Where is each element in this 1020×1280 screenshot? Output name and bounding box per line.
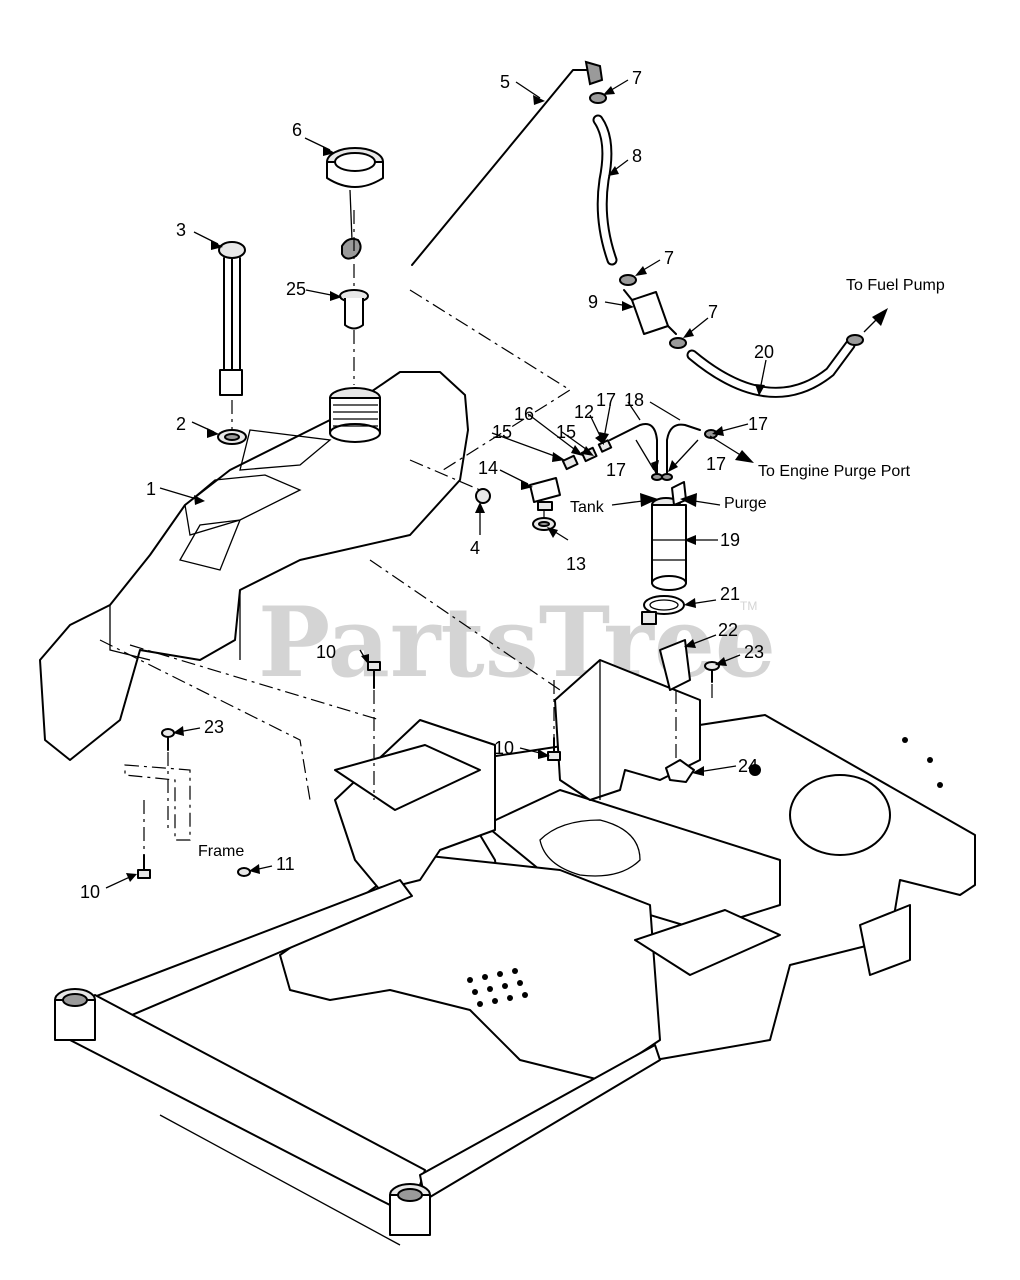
screw-right bbox=[704, 661, 720, 683]
canister-bracket bbox=[659, 639, 691, 691]
fuel-filter bbox=[623, 289, 677, 335]
callout-17-right: 17 bbox=[748, 414, 768, 434]
callout-21: 21 bbox=[720, 584, 740, 604]
watermark-trademark: TM bbox=[740, 599, 757, 613]
tank-grommet bbox=[217, 429, 247, 445]
callout-10-center: 10 bbox=[316, 642, 336, 662]
leader-lines bbox=[105, 79, 888, 889]
sending-unit-cap bbox=[218, 241, 246, 259]
frame-opening bbox=[789, 774, 891, 856]
callout-7-upper: 7 bbox=[632, 68, 642, 88]
clip-nut bbox=[665, 759, 695, 783]
floor-pan-holes bbox=[467, 737, 943, 1007]
screw-left bbox=[161, 728, 175, 751]
hose-clamp-c bbox=[669, 337, 687, 349]
callout-7-lower: 7 bbox=[708, 302, 718, 322]
callout-4: 4 bbox=[470, 538, 480, 558]
callout-10-left: 10 bbox=[80, 882, 100, 902]
callout-24: 24 bbox=[738, 756, 758, 776]
callout-18: 18 bbox=[624, 390, 644, 410]
callout-7-middle: 7 bbox=[664, 248, 674, 268]
nut-frame bbox=[237, 867, 251, 877]
diagram-annotations: To Fuel Pump To Engine Purge Port Tank P… bbox=[198, 277, 945, 860]
frame-upright-bracket bbox=[554, 659, 701, 801]
callout-9: 9 bbox=[588, 292, 598, 312]
assembly-centerlines bbox=[99, 210, 713, 855]
fuel-pump-hose bbox=[686, 334, 864, 398]
vent-tube bbox=[411, 60, 604, 266]
callout-17-tank: 17 bbox=[606, 460, 626, 480]
fuel-hose-upper bbox=[592, 114, 618, 266]
label-to-fuel-pump: To Fuel Pump bbox=[846, 277, 945, 294]
rollover-valve bbox=[529, 477, 561, 511]
callout-8: 8 bbox=[632, 146, 642, 166]
fuel-tank bbox=[39, 371, 469, 761]
part-callouts: 1 2 3 4 5 6 7 8 7 9 7 20 25 16 15 15 12 … bbox=[80, 68, 774, 902]
callout-11: 11 bbox=[276, 854, 295, 874]
frame-front-right-rail bbox=[419, 1044, 661, 1201]
callout-19: 19 bbox=[720, 530, 740, 550]
callout-23-right: 23 bbox=[744, 642, 764, 662]
callout-15-right: 15 bbox=[556, 422, 576, 442]
label-tank: Tank bbox=[570, 499, 605, 516]
fuel-cap-strap bbox=[341, 189, 362, 260]
callout-13: 13 bbox=[566, 554, 586, 574]
rear-right-bracket bbox=[859, 904, 911, 976]
fuel-tank-body bbox=[39, 371, 469, 761]
callout-16: 16 bbox=[514, 404, 534, 424]
filler-insert bbox=[339, 289, 369, 330]
purge-fittings bbox=[561, 429, 718, 481]
canister-hose-clamp bbox=[641, 595, 685, 625]
right-mount-bracket bbox=[634, 909, 781, 976]
label-frame: Frame bbox=[198, 843, 244, 860]
callout-17-purge: 17 bbox=[706, 454, 726, 474]
fuel-cap bbox=[326, 147, 384, 188]
filler-neck bbox=[329, 387, 381, 443]
chassis-frame bbox=[54, 659, 976, 1246]
purge-lines bbox=[609, 423, 701, 476]
callout-6: 6 bbox=[292, 120, 302, 140]
charcoal-canister bbox=[651, 481, 687, 591]
bolt-left bbox=[137, 854, 151, 879]
callout-20: 20 bbox=[754, 342, 774, 362]
callout-25: 25 bbox=[286, 279, 306, 299]
callout-5: 5 bbox=[500, 72, 510, 92]
callout-15-left: 15 bbox=[492, 422, 512, 442]
callout-22: 22 bbox=[718, 620, 738, 640]
callout-1: 1 bbox=[146, 479, 156, 499]
callout-14: 14 bbox=[478, 458, 498, 478]
callout-2: 2 bbox=[176, 414, 186, 434]
callout-12: 12 bbox=[574, 402, 594, 422]
frame-front-cross-tube bbox=[59, 994, 426, 1216]
callout-17-top: 17 bbox=[596, 390, 616, 410]
fuel-sending-unit bbox=[218, 241, 246, 396]
hose-clamp-b bbox=[619, 274, 637, 286]
frame-floor-pan bbox=[279, 854, 661, 1081]
callout-10-right: 10 bbox=[494, 738, 514, 758]
callout-3: 3 bbox=[176, 220, 186, 240]
hose-clamp-a bbox=[589, 92, 607, 104]
callout-23-left: 23 bbox=[204, 717, 224, 737]
label-purge: Purge bbox=[724, 495, 767, 512]
tank-vent-grommet bbox=[475, 488, 491, 504]
bolt-center bbox=[367, 661, 381, 689]
label-to-engine-purge-port: To Engine Purge Port bbox=[758, 463, 911, 480]
left-mount-bracket bbox=[334, 744, 481, 811]
valve-grommet bbox=[532, 517, 556, 531]
